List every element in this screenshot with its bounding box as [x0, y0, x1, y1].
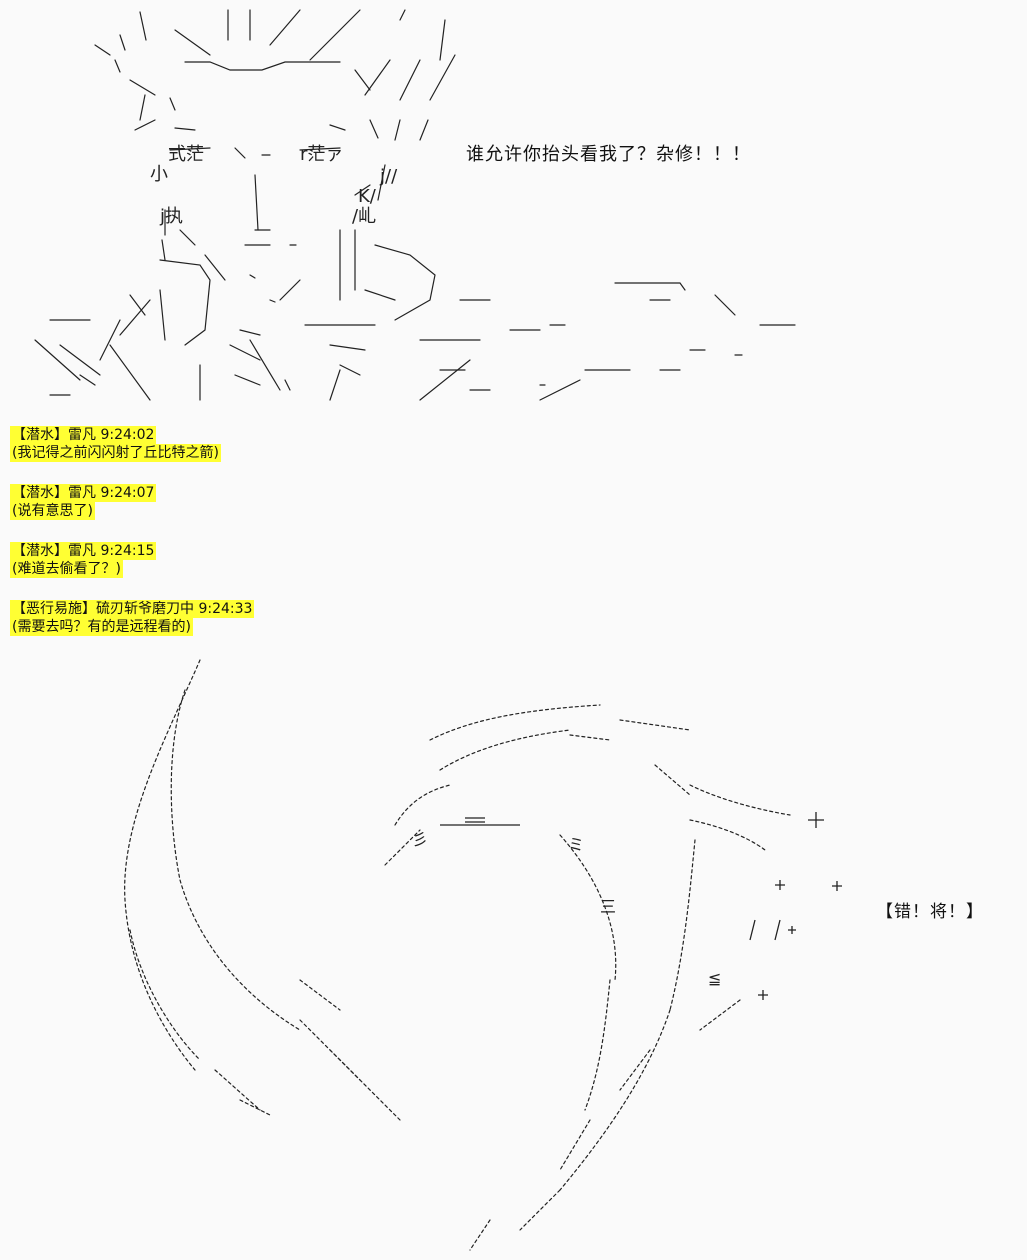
ascii-glyph-cheek: 小: [150, 164, 168, 185]
ascii-glyph-curve: 彡: [412, 830, 428, 849]
ascii-glyph-right-eye: r茫ァ: [300, 144, 343, 165]
chat-message: (说有意思了): [10, 502, 95, 520]
chat-header: 【恶行易施】硫刃斩爷磨刀中 9:24:33: [10, 600, 255, 618]
chat-entry: 【潜水】雷凡 9:24:15 (难道去偷看了？): [10, 542, 254, 578]
chat-log: 【潜水】雷凡 9:24:02 (我记得之前闪闪射了丘比特之箭) 【潜水】雷凡 9…: [10, 426, 255, 658]
chat-message: (需要去吗？有的是远程看的): [10, 618, 193, 636]
ascii-glyph-right-chin: /乢: [352, 206, 376, 227]
chat-entry: 【恶行易施】硫刃斩爷磨刀中 9:24:33 (需要去吗？有的是远程看的): [10, 600, 255, 636]
chat-entry: 【潜水】雷凡 9:24:02 (我记得之前闪闪射了丘比特之箭): [10, 426, 254, 462]
bottom-ascii-art-slash: 彡 三 ≦ ミ: [0, 650, 1027, 1260]
ascii-glyph-cheek-right: K/: [358, 186, 377, 207]
top-ascii-art-figure: 式茫 r茫ァ 小 j// j执 /乢 K/: [0, 0, 1027, 410]
chat-header: 【潜水】雷凡 9:24:15: [10, 542, 157, 560]
ascii-glyph-stroke: 三: [600, 897, 616, 916]
chat-entry: 【潜水】雷凡 9:24:07 (说有意思了): [10, 484, 254, 520]
chat-header: 【潜水】雷凡 9:24:07: [10, 484, 157, 502]
chat-message: (我记得之前闪闪射了丘比特之箭): [10, 444, 221, 462]
speech-line-top: 谁允许你抬头看我了？杂修！！！: [466, 144, 751, 165]
speech-line-bottom: 【错！将！】: [876, 902, 984, 922]
ascii-glyph-tip: ≦: [708, 969, 721, 988]
top-ascii-art-drawing: 式茫 r茫ァ 小 j// j执 /乢 K/: [34, 9, 796, 401]
chat-message: (难道去偷看了？): [10, 560, 123, 578]
ascii-glyph-left-eye: 式茫: [168, 144, 204, 165]
ascii-glyph-left-chin: j执: [159, 206, 183, 227]
chat-header: 【潜水】雷凡 9:24:02: [10, 426, 157, 444]
ascii-glyph-jaw: j//: [379, 166, 398, 187]
bottom-ascii-art-drawing: 彡 三 ≦ ミ: [124, 659, 842, 1251]
ascii-glyph-inner: ミ: [568, 835, 584, 854]
